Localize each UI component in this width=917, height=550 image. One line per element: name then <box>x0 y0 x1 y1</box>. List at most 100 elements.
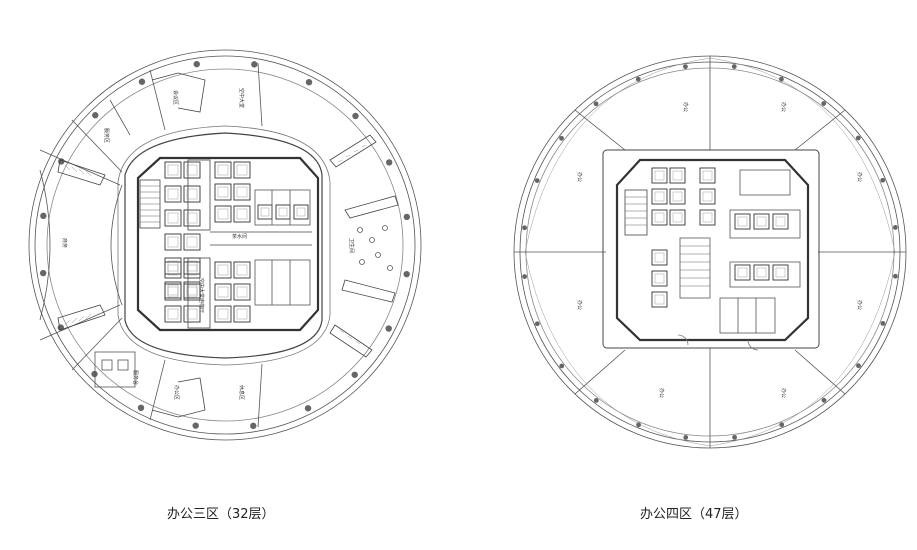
column <box>732 434 737 440</box>
room-label: 商务 <box>61 238 68 248</box>
elevator-car <box>669 167 686 184</box>
elevator-car <box>183 233 201 251</box>
column <box>892 225 898 230</box>
column <box>779 76 784 82</box>
column <box>880 321 886 326</box>
column <box>559 135 564 141</box>
elevator-car <box>214 183 232 201</box>
elevator-car <box>734 264 751 281</box>
column <box>880 177 886 183</box>
elevator-car <box>651 167 668 184</box>
room-label: 休息区 <box>238 385 245 400</box>
elevator-car <box>164 185 182 203</box>
facade-ring-2 <box>34 55 416 435</box>
elevator-car <box>164 283 182 301</box>
room-label: 办公 <box>856 172 863 182</box>
column <box>352 112 359 120</box>
room-label: 办公 <box>658 388 665 398</box>
elevator-car <box>651 209 668 226</box>
elevator-car <box>651 188 668 205</box>
structural-columns <box>522 64 898 440</box>
room-label: 办公 <box>780 388 787 398</box>
elevator-car <box>651 270 668 287</box>
column <box>534 178 540 183</box>
elevator-car <box>214 261 232 279</box>
elevator-car <box>753 213 770 230</box>
column <box>351 371 358 378</box>
room-label: 卫生间 <box>348 238 355 253</box>
floor-plan-zone3: 服务区 会议区 空中大堂 卫生间 茶水间 空中大堂电梯厅 商务 办公区 休息区 … <box>28 49 422 441</box>
column <box>534 321 540 327</box>
column <box>893 273 898 279</box>
elevator-car <box>214 205 232 223</box>
elevator-car <box>183 185 201 203</box>
elevator-car <box>651 291 668 308</box>
elevator-car <box>772 264 789 281</box>
inner-facade-ring <box>46 68 404 422</box>
plan-caption-zone4: 办公四区（47层） <box>640 507 748 522</box>
elevator-car <box>164 305 182 323</box>
column <box>821 397 827 403</box>
plan-caption-zone3: 办公三区（32层） <box>167 507 275 522</box>
column <box>40 212 47 220</box>
column <box>593 398 599 403</box>
room-label: 服务区 <box>103 128 110 143</box>
column <box>522 274 528 279</box>
elevator-car <box>699 167 716 184</box>
column <box>522 225 527 231</box>
column <box>385 325 392 332</box>
elevator-car <box>164 161 182 179</box>
elevator-car <box>183 257 201 275</box>
elevator-car <box>214 283 232 301</box>
elevator-car <box>233 305 251 323</box>
column <box>250 422 257 430</box>
column <box>193 60 200 68</box>
column <box>855 135 861 141</box>
column <box>559 363 565 369</box>
column <box>251 61 258 68</box>
elevator-car <box>699 209 716 226</box>
elevator-car <box>183 261 201 279</box>
column <box>635 76 641 82</box>
column <box>403 213 411 221</box>
elevator-car <box>164 233 182 251</box>
column <box>137 404 145 412</box>
column <box>821 101 827 106</box>
room-label: 茶水间 <box>232 233 247 240</box>
elevator-car <box>772 213 789 230</box>
column <box>593 101 599 107</box>
column <box>91 370 98 378</box>
room-label: 空中大堂 <box>238 88 245 108</box>
elevator-car <box>233 261 251 279</box>
elevator-car <box>233 283 251 301</box>
room-label: 会议区 <box>172 90 179 105</box>
room-label: 空中大堂电梯厅 <box>198 278 205 313</box>
elevator-car <box>669 188 686 205</box>
elevator-car <box>293 204 309 220</box>
room-label: 办公 <box>780 102 787 112</box>
column <box>39 269 47 277</box>
room-label: 办公 <box>576 300 583 310</box>
elevator-car <box>183 209 201 227</box>
column <box>403 270 410 278</box>
floor-plan-zone4: 办公 办公 办公 办公 办公 办公 办公 办公 <box>513 55 907 449</box>
elevator-car <box>164 261 182 279</box>
elevator-car <box>183 283 201 301</box>
room-label: 服务台 <box>132 370 139 385</box>
core-outline <box>136 156 320 332</box>
elevator-car <box>233 161 251 179</box>
column <box>192 422 199 429</box>
elevator-car <box>257 204 273 220</box>
elevator-car <box>183 305 201 323</box>
column <box>304 405 312 412</box>
core-surround-wall <box>602 149 820 349</box>
column <box>683 64 688 70</box>
elevator-car <box>214 161 232 179</box>
column <box>856 363 861 369</box>
column <box>138 78 146 85</box>
elevator-car <box>753 264 770 281</box>
elevator-car <box>233 183 251 201</box>
room-label: 办公 <box>576 172 583 182</box>
room-label: 办公区 <box>173 385 180 400</box>
